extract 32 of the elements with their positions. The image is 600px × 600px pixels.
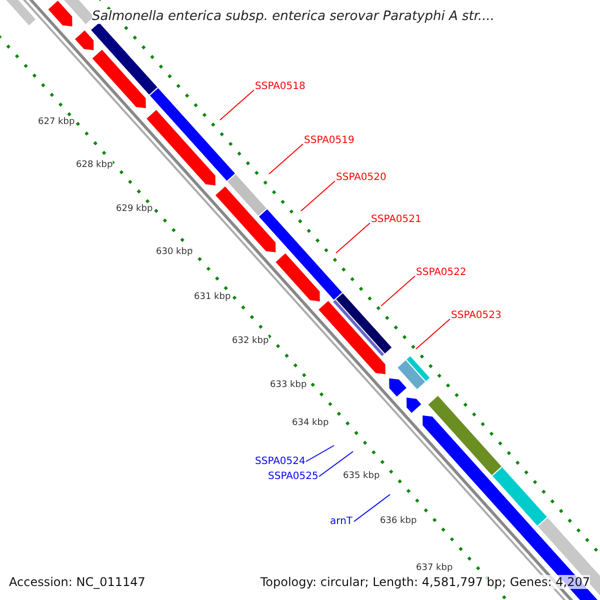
gene-label: arnT — [330, 516, 353, 527]
scale-label: 635 kbp — [343, 471, 380, 481]
leader-line — [416, 318, 450, 350]
scale-label: 627 kbp — [38, 117, 75, 127]
leader-line — [268, 144, 304, 174]
gene-label: SSPA0525 — [268, 471, 318, 482]
gene-label: SSPA0521 — [371, 214, 422, 225]
scale-label: 632 kbp — [232, 336, 269, 346]
scale-label: 631 kbp — [194, 292, 231, 302]
gene-label: SSPA0518 — [255, 81, 306, 92]
leader-line — [354, 494, 390, 522]
gene-label: SSPA0523 — [451, 310, 502, 321]
scale-label: 630 kbp — [156, 247, 193, 257]
gene-label: SSPA0519 — [304, 135, 354, 146]
scale-label: 629 kbp — [116, 204, 153, 214]
leader-line — [306, 445, 334, 462]
accession-text: Accession: NC_011147 — [9, 575, 146, 589]
scale-label: 636 kbp — [380, 516, 417, 526]
scale-label: 633 kbp — [270, 380, 307, 390]
gene-label: SSPA0520 — [336, 172, 386, 183]
leader-line — [380, 276, 416, 306]
title: Salmonella enterica subsp. enterica serovar Paratyphi A str.... — [92, 9, 495, 24]
gene-label: SSPA0524 — [255, 456, 306, 467]
leader-line — [318, 451, 354, 477]
leader-line — [336, 222, 370, 254]
summary-text: Topology: circular; Length: 4,581,797 bp; Genes: 4,207 — [260, 575, 590, 589]
leader-line — [220, 90, 254, 120]
leader-line — [300, 180, 336, 212]
gene-label: SSPA0522 — [416, 267, 466, 278]
scale-label: 637 kbp — [416, 563, 453, 573]
scale-label: 628 kbp — [76, 160, 113, 170]
scale-label: 634 kbp — [292, 418, 329, 428]
